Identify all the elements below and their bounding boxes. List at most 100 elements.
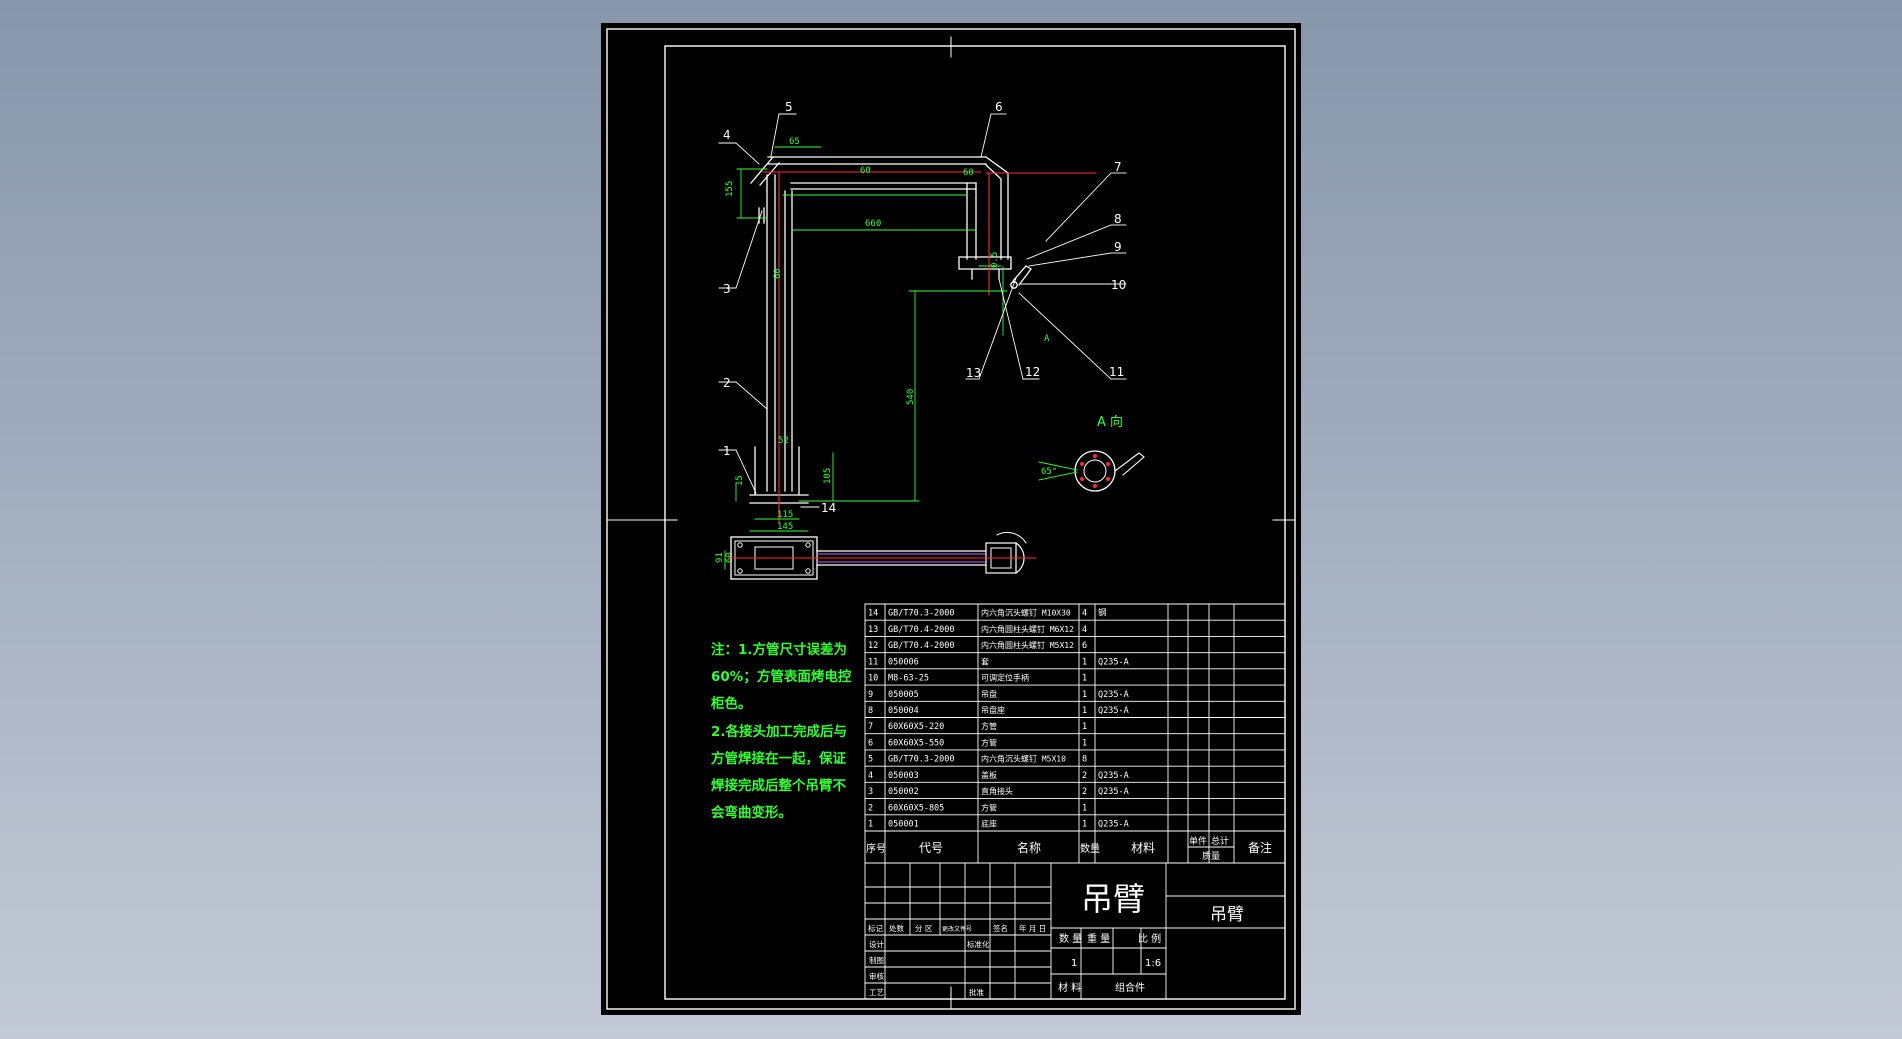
dim-60-b: 60	[963, 168, 974, 178]
bom-cell-code: GB/T70.4-2000	[888, 641, 955, 651]
bom-cell-qty: 1	[1082, 722, 1087, 732]
bom-cell-name: 直角接头	[981, 786, 1013, 796]
bom-cell-code: 60X60X5-805	[888, 803, 944, 813]
sign-row-draw: 制图	[869, 955, 884, 965]
bom-cell-code: GB/T70.3-2000	[888, 609, 955, 619]
view-a-title: A 向	[1097, 414, 1123, 430]
balloon-4: 4	[723, 128, 731, 142]
bom-cell-name: 盖板	[981, 770, 997, 780]
weight-label: 重 量	[1087, 932, 1110, 945]
bom-cell-code: GB/T70.4-2000	[888, 625, 955, 635]
dim-52: 52	[778, 436, 789, 446]
bom-cell-name: 可调定位手柄	[981, 673, 1029, 683]
sign-row-process: 工艺	[869, 988, 884, 997]
approve-label: 批准	[969, 987, 984, 997]
balloon-12: 12	[1025, 365, 1040, 379]
bom-cell-mat: Q235-A	[1098, 690, 1129, 700]
dim-115: 115	[777, 510, 793, 520]
sign-row-design: 设计	[869, 939, 884, 949]
dim-60-c: 60	[773, 268, 783, 279]
bom-header-no: 序号	[866, 842, 886, 855]
balloon-1: 1	[723, 444, 731, 458]
bom-cell-name: 吊盘	[981, 689, 997, 699]
bom-cell-qty: 1	[1082, 738, 1087, 748]
balloon-6: 6	[995, 100, 1003, 114]
bom-cell-code: 050003	[888, 771, 919, 781]
center-lines	[762, 171, 1097, 524]
balloon-2: 2	[723, 376, 731, 390]
bom-cell-no: 1	[868, 820, 873, 830]
bom-cell-code: 050006	[888, 657, 919, 667]
bom-cell-qty: 1	[1082, 803, 1087, 813]
bom-cell-no: 7	[868, 722, 873, 732]
bom-cell-no: 6	[868, 738, 873, 748]
dim-105: 105	[823, 468, 833, 484]
bom-cell-qty: 2	[1082, 771, 1087, 781]
top-view	[728, 531, 1037, 580]
dimension-texts: 155 65 60 60 660 60 0.5 540 52 15 105 11…	[715, 137, 1050, 563]
drawing-canvas: 155 65 60 60 660 60 0.5 540 52 15 105 11…	[606, 28, 1296, 1010]
bom-header-qty: 数量	[1080, 842, 1100, 855]
part-balloons: 1 2 3 4 5 6 7 8 9 10 11 12 13 14	[723, 100, 1126, 515]
rev-label-doc: 更改文件号	[942, 925, 972, 933]
bom-grid	[864, 603, 1286, 1000]
bom-cell-name: 吊盘座	[981, 705, 1005, 715]
note-line-6: 焊接完成后整个吊臂不	[711, 777, 846, 794]
dim-91: 91	[715, 552, 725, 563]
bom-cell-qty: 1	[1082, 706, 1087, 716]
dim-145: 145	[777, 522, 793, 532]
bom-cell-mat: Q235-A	[1098, 820, 1129, 830]
drawing-title: 吊臂	[1081, 880, 1145, 918]
bom-cell-qty: 1	[1082, 674, 1087, 684]
bom-cell-no: 11	[868, 657, 878, 667]
bom-cell-code: 050005	[888, 690, 919, 700]
bom-cell-qty: 1	[1082, 690, 1087, 700]
rev-label-count: 处数	[889, 923, 904, 933]
bom-cell-qty: 8	[1082, 755, 1087, 765]
title-block: 吊臂 吊臂 标记 处数 分 区 更改文件号 签名 年 月 日 设计 制图 审核 …	[868, 880, 1244, 997]
dim-15: 15	[735, 475, 745, 486]
bom-cell-qty: 1	[1082, 657, 1087, 667]
sign-row-check: 审核	[869, 971, 884, 981]
bom-cell-no: 10	[868, 674, 878, 684]
bom-cell-no: 2	[868, 803, 873, 813]
bom-cell-no: 13	[868, 625, 878, 635]
balloon-5: 5	[785, 100, 793, 114]
bom-cell-code: 60X60X5-220	[888, 722, 944, 732]
view-a-angle: 65°	[1041, 467, 1057, 477]
part-name: 吊臂	[1210, 905, 1244, 925]
bom-cell-qty: 1	[1082, 820, 1087, 830]
rev-label-date: 年 月 日	[1019, 923, 1046, 933]
bom-cell-name: 内六角圆柱头螺钉 M5X12	[981, 640, 1074, 650]
bom-header-name: 名称	[1017, 840, 1041, 855]
note-line-4: 2.各接头加工完成后与	[711, 723, 847, 740]
inner-border	[664, 45, 1286, 1000]
bom-cell-qty: 4	[1082, 609, 1087, 619]
bom-header-weight: 质量	[1202, 850, 1220, 862]
bom-cell-code: GB/T70.3-2000	[888, 755, 955, 765]
balloon-10: 10	[1111, 278, 1126, 292]
rev-label-sign: 签名	[993, 923, 1008, 933]
bom-cell-name: 方管	[981, 721, 997, 731]
dim-60-a: 60	[860, 166, 871, 176]
view-a: 65° A 向	[1038, 414, 1145, 492]
drawing-sheet: 155 65 60 60 660 60 0.5 540 52 15 105 11…	[601, 23, 1301, 1015]
dim-65: 65	[789, 137, 800, 147]
balloon-11: 11	[1109, 365, 1124, 379]
bom-cell-mat: Q235-A	[1098, 771, 1129, 781]
bom-cell-qty: 6	[1082, 641, 1087, 651]
dim-0-5: 0.5	[990, 252, 1000, 268]
bom-cell-name: 内六角沉头螺钉 M5X10	[981, 754, 1066, 764]
bom-cell-name: 内六角圆柱头螺钉 M6X12	[981, 624, 1074, 634]
bom-cell-no: 8	[868, 706, 873, 716]
bom-cell-qty: 4	[1082, 625, 1087, 635]
note-line-5: 方管焊接在一起，保证	[711, 750, 846, 767]
centering-marks	[606, 36, 1296, 1010]
bom-header-code: 代号	[919, 841, 943, 855]
dim-155: 155	[725, 181, 735, 197]
note-line-7: 会弯曲变形。	[711, 804, 792, 821]
technical-notes: 注：1.方管尺寸误差为 60%；方管表面烤电控 柜色。 2.各接头加工完成后与 …	[711, 641, 852, 821]
bom-cell-code: 050001	[888, 820, 919, 830]
dim-660: 660	[865, 219, 881, 229]
bom-cell-no: 9	[868, 690, 873, 700]
